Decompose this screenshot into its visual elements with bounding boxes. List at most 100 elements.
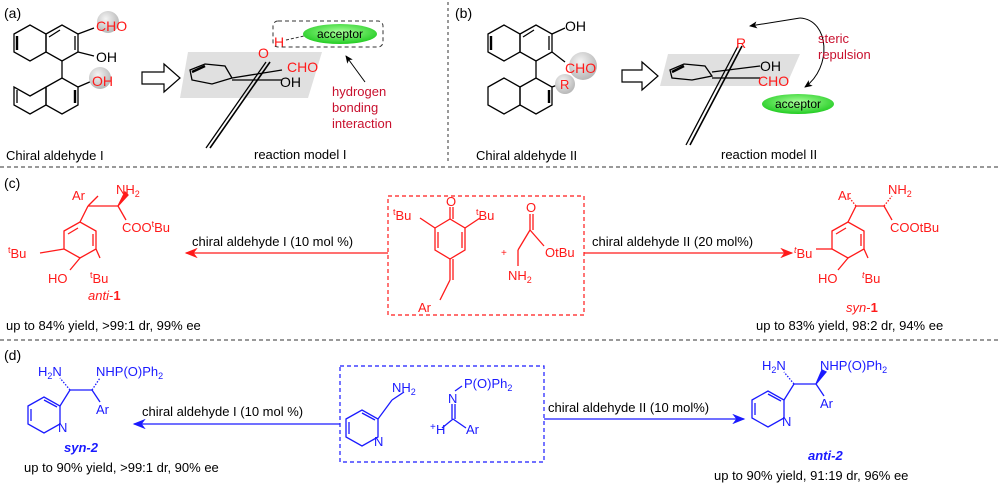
model-b-r: R (736, 35, 746, 51)
syn1-tbu-right: tBu (862, 270, 880, 286)
transform-arrow-a (141, 62, 181, 94)
anti1-tbu-left: tBu (8, 245, 26, 261)
group-cho: CHO (96, 18, 127, 34)
model-II-structure (669, 45, 761, 146)
chiral-aldehyde-I-structure (13, 24, 95, 115)
syn-1-structure (816, 195, 893, 271)
picolyl-nh2: NH2 (392, 380, 416, 397)
steric-annotation-line1: steric (818, 31, 850, 46)
quinone-tbu-right: tBu (476, 207, 494, 223)
model-a-cho: CHO (287, 59, 318, 75)
syn2-name: syn-2 (64, 440, 99, 455)
anti1-ar: Ar (72, 188, 86, 203)
syn2-ar: Ar (96, 402, 110, 417)
quinone-ar: Ar (418, 300, 432, 315)
acceptor-label-b: acceptor (775, 97, 821, 111)
anti2-name: anti-2 (808, 448, 843, 463)
acceptor-ellipse-a (303, 24, 377, 44)
panel-label-c: (c) (4, 175, 20, 191)
anti-2-structure (751, 369, 828, 428)
panel-b: (b) OH CHO R Chiral aldehyde II (455, 5, 871, 163)
acceptor-ellipse-b (762, 94, 834, 114)
syn-2-structure (27, 377, 101, 434)
model-a-h: H (274, 34, 284, 50)
panel-label-b: (b) (455, 5, 472, 21)
acceptor-label-a: acceptor (317, 27, 363, 41)
glycine-o: O (526, 200, 536, 215)
anti1-result: up to 84% yield, >99:1 dr, 99% ee (6, 318, 201, 333)
model-b-oh: OH (760, 58, 781, 74)
syn1-name: syn-1 (846, 300, 878, 315)
syn1-ho: HO (818, 271, 838, 286)
condition-d-right: chiral aldehyde II (10 mol%) (548, 400, 709, 415)
acceptor-box-a (272, 20, 384, 48)
anti2-h2n: H2N (762, 358, 786, 375)
annotation-arrow-a (345, 55, 366, 83)
imine-n: N (448, 391, 457, 406)
plus-c: + (501, 248, 507, 259)
compound-name-I: Chiral aldehyde I (6, 148, 104, 163)
quinone-tbu-left: tBu (393, 207, 411, 223)
highlight-ball-cho-b (569, 52, 597, 80)
model-label-a: reaction model I (254, 147, 347, 162)
model-b-cho: CHO (758, 73, 789, 89)
syn1-nh2: NH2 (888, 182, 912, 199)
anti1-ester: COOtBu (122, 219, 170, 235)
glycine-nh2: NH2 (508, 268, 532, 285)
plus-d: + (430, 422, 436, 433)
panel-a: (a) CHO OH OH Chiral aldehyde I (4, 5, 392, 163)
reactant-box-d (339, 365, 545, 463)
model-a-o: O (258, 45, 269, 61)
condition-c-left: chiral aldehyde I (10 mol %) (192, 234, 353, 249)
group-cho-b: CHO (565, 60, 596, 76)
hbond-annotation-line1: hydrogen (332, 84, 386, 99)
syn1-result: up to 83% yield, 98:2 dr, 94% ee (756, 318, 943, 333)
anti1-tbu-right: tBu (90, 270, 108, 286)
group-oh-bottom: OH (92, 73, 113, 89)
anti2-result: up to 90% yield, 91:19 dr, 96% ee (714, 468, 908, 483)
picolyl-n: N (374, 434, 383, 449)
panel-label-a: (a) (4, 5, 21, 21)
group-r-b: R (560, 77, 569, 92)
panel-d: (d) H2N NHP(O)Ph2 Ar N syn-2 up to 90% y… (4, 347, 908, 483)
syn1-ester: COOtBu (890, 220, 939, 235)
condition-c-right: chiral aldehyde II (20 mol%) (592, 234, 753, 249)
anti2-ar: Ar (820, 396, 834, 411)
anti1-ho: HO (48, 271, 68, 286)
hbond-annotation-line2: bonding (332, 100, 378, 115)
group-oh-top: OH (96, 49, 117, 65)
anti2-n: N (782, 414, 791, 429)
syn2-n: N (58, 420, 67, 435)
glycine-otbu: OtBu (545, 245, 575, 260)
model-label-b: reaction model II (721, 147, 817, 162)
chiral-aldehyde-II-structure (487, 24, 566, 115)
syn1-tbu-left: tBu (794, 245, 812, 261)
imine-h: H (436, 422, 445, 437)
imine-ar: Ar (466, 422, 480, 437)
steric-annotation-line2: repulsion (818, 47, 871, 62)
transform-arrow-b (621, 60, 659, 92)
anti1-name: anti-1 (88, 288, 121, 303)
highlight-ball-oh (89, 67, 111, 89)
picolylamine-structure (345, 385, 467, 447)
anti2-nhp: NHP(O)Ph2 (820, 358, 887, 375)
steric-curved-arrow (799, 17, 825, 88)
panel-label-d: (d) (4, 347, 21, 363)
condition-d-left: chiral aldehyde I (10 mol %) (142, 404, 303, 419)
syn2-result: up to 90% yield, >99:1 dr, 90% ee (24, 460, 219, 475)
anti-1-structure (39, 190, 129, 271)
highlight-ball-cho (97, 11, 119, 33)
quinone-o: O (446, 194, 456, 209)
syn2-h2n: H2N (38, 364, 62, 381)
model-I-structure (189, 61, 283, 149)
syn2-nhp: NHP(O)Ph2 (96, 364, 163, 381)
hbond-annotation-line3: interaction (332, 116, 392, 131)
anti1-nh2: NH2 (116, 182, 140, 199)
highlight-ball-r (555, 74, 575, 94)
compound-name-II: Chiral aldehyde II (476, 148, 577, 163)
reactant-box-c (387, 195, 585, 316)
group-oh-b: OH (565, 18, 586, 34)
panel-c: (c) Ar NH2 COOtBu tBu HO tBu anti-1 up t… (4, 175, 943, 333)
imine-p: P(O)Ph2 (464, 376, 512, 393)
